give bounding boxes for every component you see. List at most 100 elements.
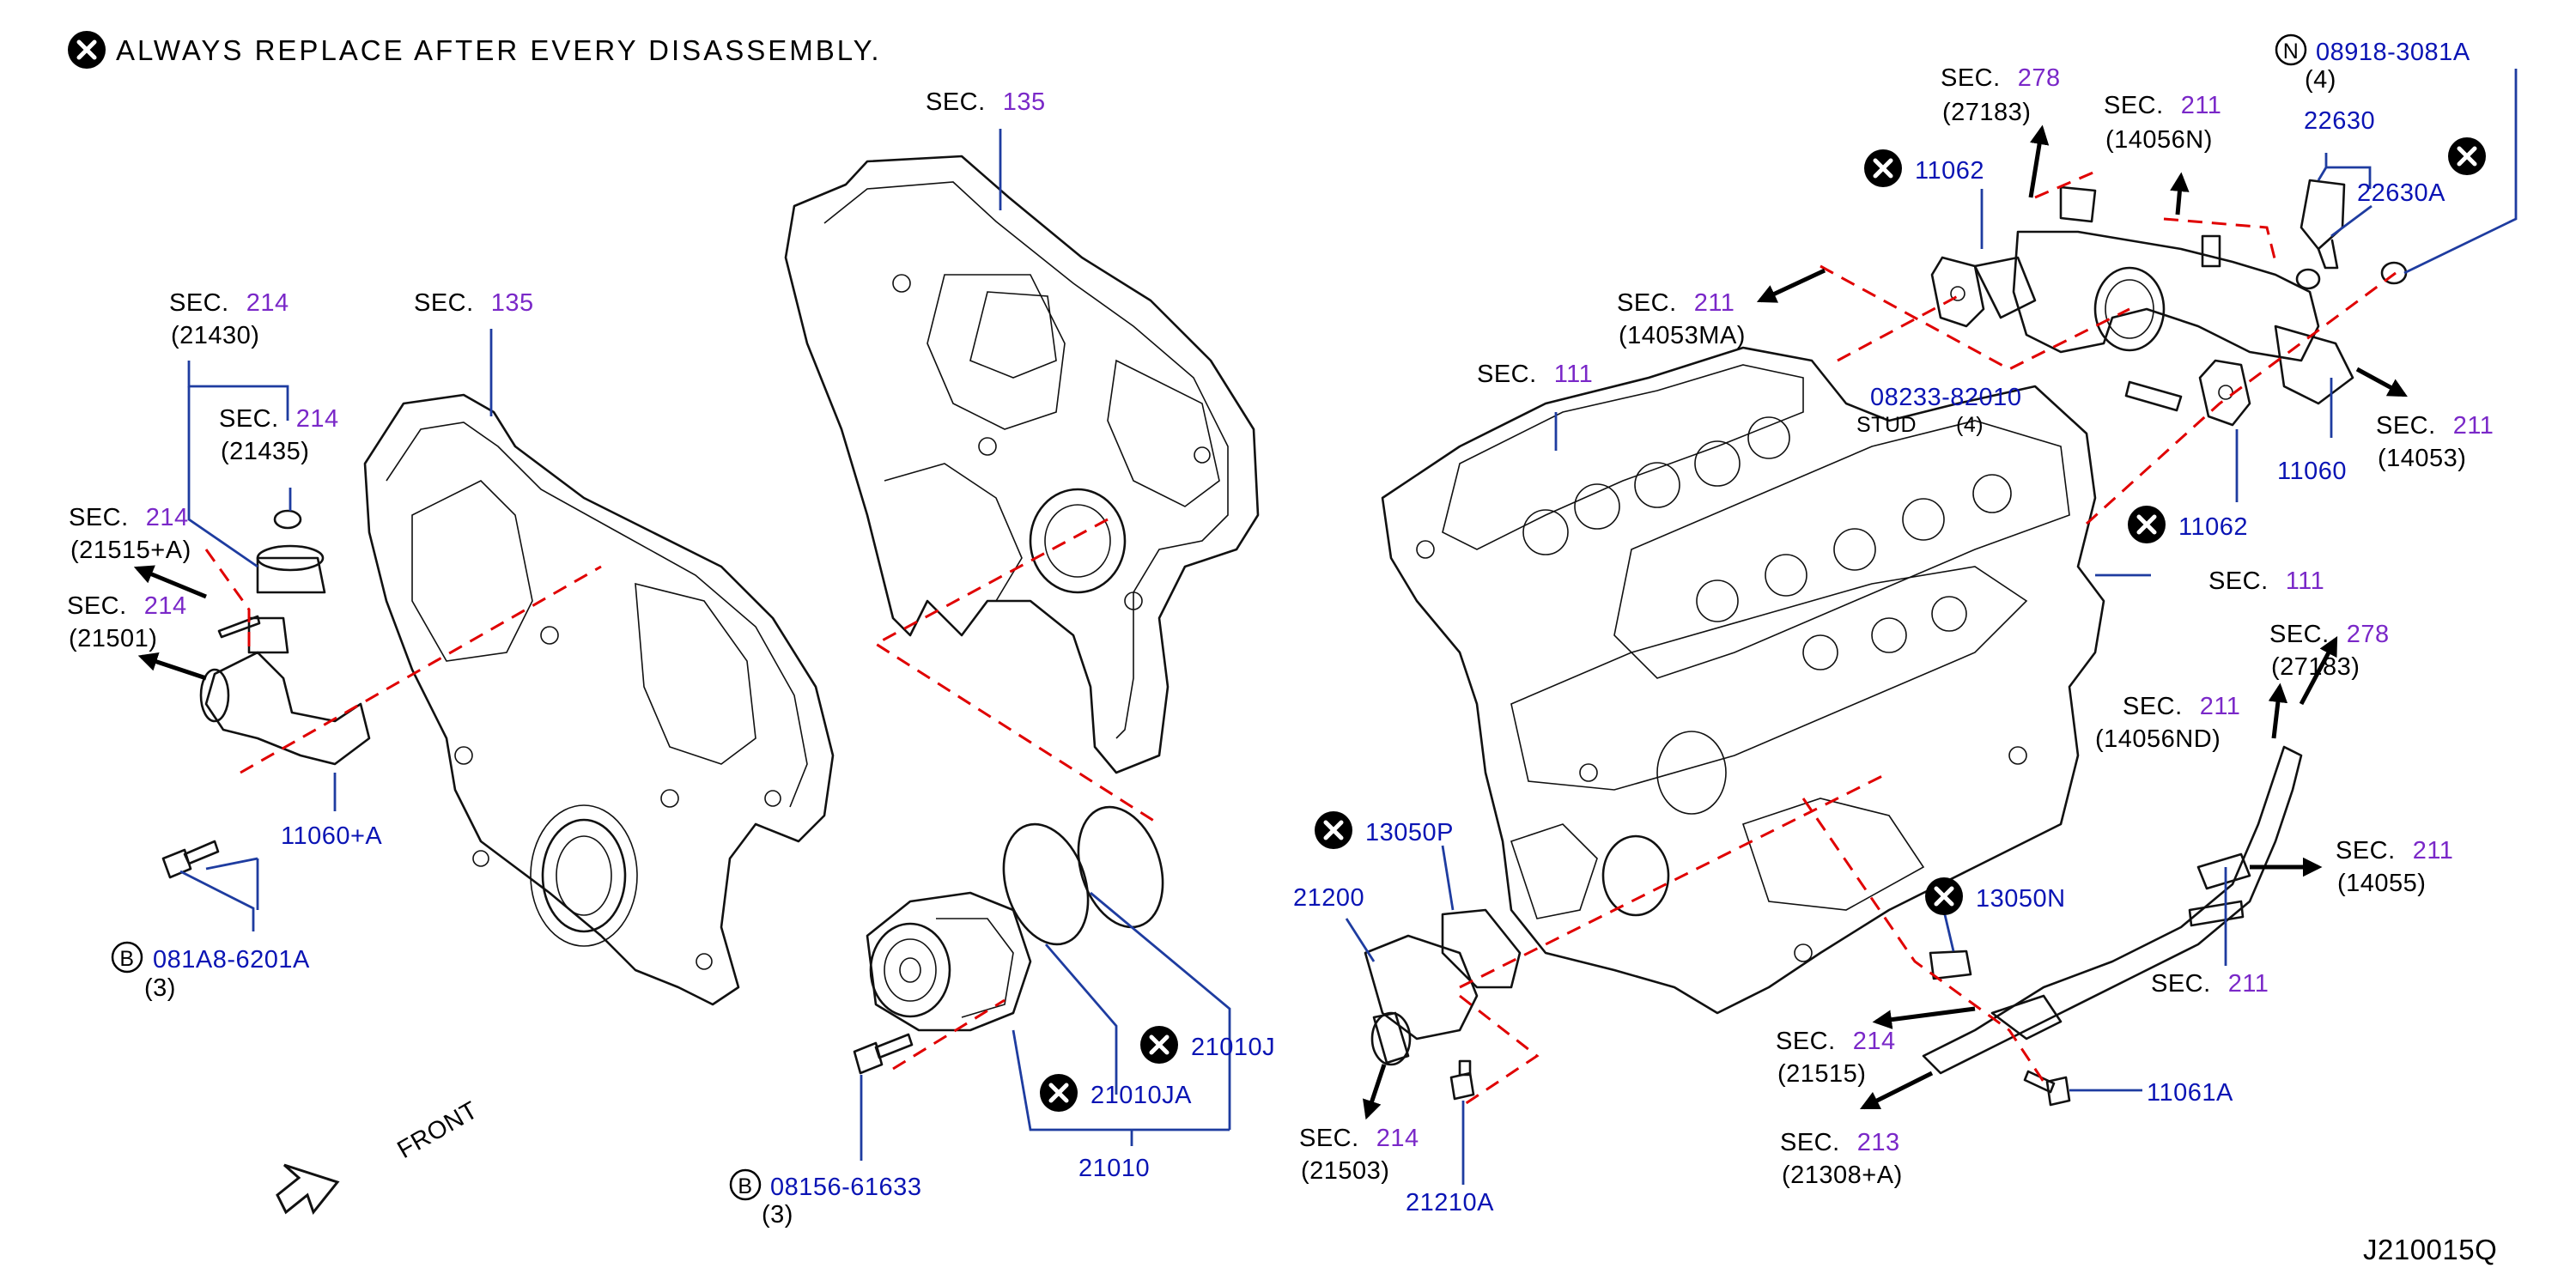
part-labels: N 08918-3081A (4) 22630 22630A 11062 082… xyxy=(111,33,2486,1228)
gasket-13050p xyxy=(1441,908,1522,989)
svg-text:(21515+A): (21515+A) xyxy=(70,537,191,564)
section-211-lower: SEC.211 xyxy=(2151,970,2269,998)
replace-x-icon xyxy=(2128,506,2166,543)
gasket-11062-lower xyxy=(2198,359,2251,427)
section-135-left: SEC.135 xyxy=(414,289,534,317)
bolt-08156 xyxy=(853,1033,914,1075)
svg-text:SEC.111: SEC.111 xyxy=(1477,361,1593,388)
part-11061a: 11061A xyxy=(2147,1079,2233,1107)
section-111-upper: SEC.111 xyxy=(1477,361,1593,388)
bolt-symbol-icon xyxy=(111,941,143,974)
svg-text:21010J: 21010J xyxy=(1191,1034,1275,1061)
part-22630a: 22630A xyxy=(2357,179,2445,207)
svg-text:08233-82010: 08233-82010 xyxy=(1870,384,2021,411)
svg-text:21010JA: 21010JA xyxy=(1091,1082,1192,1109)
section-211-14053: SEC.211 (14053) xyxy=(2376,412,2494,472)
svg-text:11062: 11062 xyxy=(2178,513,2248,541)
section-214-21501: SEC.214 (21501) xyxy=(67,592,187,652)
svg-text:SEC.214: SEC.214 xyxy=(69,504,189,531)
part-21010ja: 21010JA xyxy=(1040,1074,1192,1112)
section-211-14055: SEC.211 (14055) xyxy=(2336,837,2453,897)
section-111-lower: SEC.111 xyxy=(2208,567,2324,595)
svg-text:SEC.135: SEC.135 xyxy=(926,88,1046,116)
svg-text:B: B xyxy=(119,947,134,971)
svg-text:(14053MA): (14053MA) xyxy=(1619,322,1746,349)
section-213-21308a: SEC.213 (21308+A) xyxy=(1780,1129,1903,1189)
water-pump-21010 xyxy=(866,891,1032,1032)
water-inlet-21200 xyxy=(1364,934,1479,1066)
svg-text:SEC.211: SEC.211 xyxy=(2151,970,2269,998)
svg-text:08156-61633: 08156-61633 xyxy=(770,1174,921,1201)
svg-text:SEC.214: SEC.214 xyxy=(67,592,187,620)
part-21200: 21200 xyxy=(1293,884,1364,912)
svg-text:N: N xyxy=(2283,39,2300,64)
svg-text:(21308+A): (21308+A) xyxy=(1782,1162,1903,1189)
bolt-081a8 xyxy=(161,840,220,879)
svg-text:SEC.214: SEC.214 xyxy=(219,405,339,433)
svg-text:(4): (4) xyxy=(2305,66,2336,94)
replace-x-icon xyxy=(1040,1074,1078,1112)
part-21210a: 21210A xyxy=(1406,1189,1494,1216)
section-135-top: SEC.135 xyxy=(926,88,1046,116)
section-278-27183-top: SEC.278 (27183) xyxy=(1941,64,2061,126)
svg-text:SEC.135: SEC.135 xyxy=(414,289,534,317)
replace-x-icon xyxy=(1864,149,1902,187)
section-labels: SEC.278 (27183) SEC.211 (14056N) SEC.135… xyxy=(67,64,2494,1189)
part-11060-a: 11060+A xyxy=(281,822,382,850)
svg-text:SEC.214: SEC.214 xyxy=(1776,1028,1896,1055)
svg-text:SEC.278: SEC.278 xyxy=(2269,621,2390,648)
part-21010: 21010 xyxy=(1078,1155,1150,1182)
svg-text:(21501): (21501) xyxy=(69,625,157,652)
replace-x-icon xyxy=(1140,1026,1178,1064)
svg-text:SEC.278: SEC.278 xyxy=(1941,64,2061,92)
cylinder-block xyxy=(1381,346,2105,1015)
o-ring-21010ja xyxy=(1002,822,1090,946)
part-11062-lower: 11062 xyxy=(2128,506,2248,543)
svg-text:SEC.211: SEC.211 xyxy=(2376,412,2494,440)
svg-text:(3): (3) xyxy=(144,974,176,1002)
svg-text:SEC.111: SEC.111 xyxy=(2208,567,2324,595)
gasket-11062-upper xyxy=(1930,256,1985,328)
svg-text:SEC.211: SEC.211 xyxy=(2123,693,2240,720)
svg-text:(21515): (21515) xyxy=(1777,1060,1866,1088)
svg-text:(21503): (21503) xyxy=(1301,1157,1389,1185)
parting-lines xyxy=(204,170,2397,1109)
part-13050n: 13050N xyxy=(1925,877,2065,915)
replace-x-icon xyxy=(2448,137,2486,175)
part-13050p: 13050P xyxy=(1315,811,1454,849)
svg-text:(21435): (21435) xyxy=(221,438,309,465)
front-timing-cover xyxy=(363,393,835,1006)
nut-symbol-icon xyxy=(2275,33,2307,66)
part-081a8-6201a: B 081A8-6201A (3) xyxy=(111,941,310,1002)
washer-22630A xyxy=(2295,268,2321,290)
replace-x-icon xyxy=(1925,877,1963,915)
svg-text:(3): (3) xyxy=(762,1201,793,1228)
svg-text:STUD: STUD xyxy=(1856,413,1917,437)
stud-08233 xyxy=(2124,380,2183,412)
svg-text:SEC.211: SEC.211 xyxy=(1617,289,1735,317)
svg-text:SEC.211: SEC.211 xyxy=(2104,92,2221,119)
flow-arrows xyxy=(133,124,2408,1120)
svg-text:SEC.211: SEC.211 xyxy=(2336,837,2453,864)
svg-text:SEC.214: SEC.214 xyxy=(169,289,289,317)
section-211-14056n: SEC.211 (14056N) xyxy=(2104,92,2221,154)
svg-text:081A8-6201A: 081A8-6201A xyxy=(153,946,310,974)
svg-text:(14056ND): (14056ND) xyxy=(2095,725,2221,753)
svg-text:11062: 11062 xyxy=(1915,157,1984,185)
temp-sensor-22630 xyxy=(2300,179,2346,270)
section-214-21435: SEC.214 (21435) xyxy=(219,405,339,465)
water-pipe-lower xyxy=(1922,745,2303,1075)
part-08918-3081a: N 08918-3081A (4) xyxy=(2275,33,2470,94)
thermostat-housing-11060a xyxy=(199,509,371,766)
o-ring-21010j xyxy=(1077,805,1164,929)
svg-text:(14056N): (14056N) xyxy=(2105,126,2213,154)
svg-text:08918-3081A: 08918-3081A xyxy=(2316,39,2470,66)
diagram-code: J210015Q xyxy=(2363,1234,2497,1265)
part-08156-61633: B 08156-61633 (3) xyxy=(729,1168,921,1228)
svg-text:SEC.213: SEC.213 xyxy=(1780,1129,1900,1156)
bolt-symbol-icon xyxy=(729,1168,762,1201)
notice: ALWAYS REPLACE AFTER EVERY DISASSEMBLY. xyxy=(68,31,879,69)
part-21010j: 21010J xyxy=(1140,1026,1275,1064)
bolt-11061a xyxy=(2023,1070,2071,1107)
